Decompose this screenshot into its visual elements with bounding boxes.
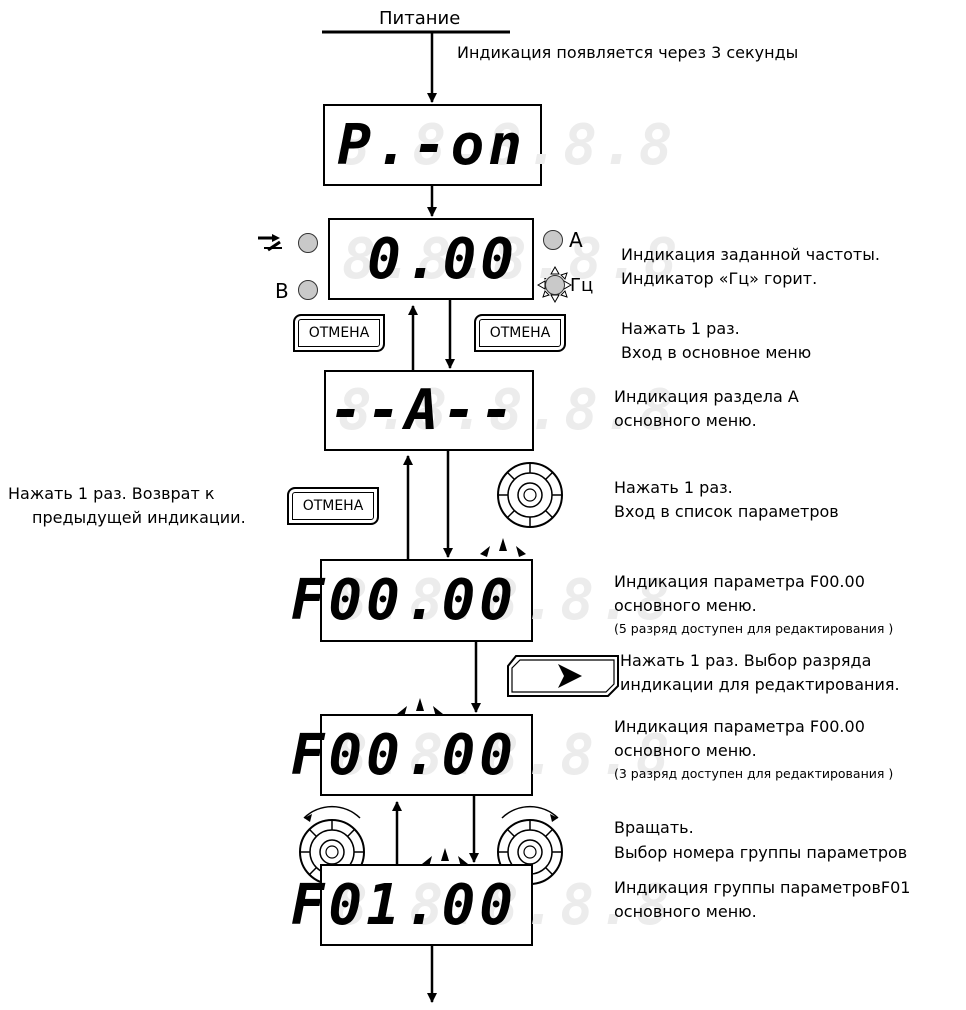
- cancel-button-return[interactable]: ОТМЕНА: [287, 487, 379, 525]
- note-press-knob-1: Нажать 1 раз.: [614, 478, 733, 497]
- right-arrow-button: [507, 655, 619, 697]
- note-rotate-1: Вращать.: [614, 818, 694, 837]
- led-run-direction: [298, 233, 318, 253]
- note-press-cancel-2: Вход в основное меню: [621, 343, 812, 362]
- note-param2-2: основного меню.: [614, 741, 757, 760]
- power-note: Индикация появляется через 3 секунды: [457, 43, 799, 62]
- blink-marker-param1: [480, 538, 526, 557]
- chevron-right-icon: [558, 664, 582, 688]
- note-param1-1: Индикация параметра F00.00: [614, 572, 865, 591]
- display-freq: 8.8.8.8.8 0.00: [328, 218, 677, 300]
- display-pon: 8.8.8.8.8 P.-on: [323, 104, 672, 186]
- note-freq-2: Индикатор «Гц» горит.: [621, 269, 818, 288]
- note-param1-3: (5 разряд доступен для редактирования ): [614, 621, 894, 636]
- display-section: 8.8.8.8.8 --A--: [324, 370, 673, 451]
- knob-icon-press: [497, 462, 563, 528]
- note-group-1: Индикация группы параметровF01: [614, 878, 911, 897]
- display-param-f0000-digit3: 8.8.8.8.8 F00.00: [291, 714, 669, 796]
- note-rotate-2: Выбор номера группы параметров: [614, 843, 908, 862]
- note-press-right-1: Нажать 1 раз. Выбор разряда: [620, 651, 872, 670]
- knob-icon-rotate-right: [497, 805, 563, 885]
- indicator-a-label: A: [569, 228, 583, 252]
- led-hz-lit: [545, 275, 565, 295]
- run-direction-icon: [258, 234, 282, 252]
- note-freq-1: Индикация заданной частоты.: [621, 245, 880, 264]
- note-section-2: основного меню.: [614, 411, 757, 430]
- note-return-1: Нажать 1 раз. Возврат к: [8, 484, 215, 503]
- note-param2-3: (3 разряд доступен для редактирования ): [614, 766, 894, 781]
- power-label: Питание: [379, 8, 461, 29]
- led-a: [543, 230, 563, 250]
- indicator-hz-label: Гц: [570, 275, 594, 296]
- note-press-cancel-1: Нажать 1 раз.: [621, 319, 740, 338]
- note-press-knob-2: Вход в список параметров: [614, 502, 839, 521]
- note-group-2: основного меню.: [614, 902, 757, 921]
- note-return-2: предыдущей индикации.: [32, 508, 246, 527]
- note-press-right-2: индикации для редактирования.: [620, 675, 900, 694]
- cancel-button-right[interactable]: ОТМЕНА: [474, 314, 566, 352]
- note-param2-1: Индикация параметра F00.00: [614, 717, 865, 736]
- display-param-f0000-digit5: 8.8.8.8.8 F00.00: [291, 559, 669, 642]
- led-b: [298, 280, 318, 300]
- note-section-1: Индикация раздела А: [614, 387, 799, 406]
- cancel-button-left[interactable]: ОТМЕНА: [293, 314, 385, 352]
- note-param1-2: основного меню.: [614, 596, 757, 615]
- indicator-b-label: B: [275, 279, 289, 303]
- display-param-f0100: 8.8.8.8.8 F01.00: [291, 864, 669, 946]
